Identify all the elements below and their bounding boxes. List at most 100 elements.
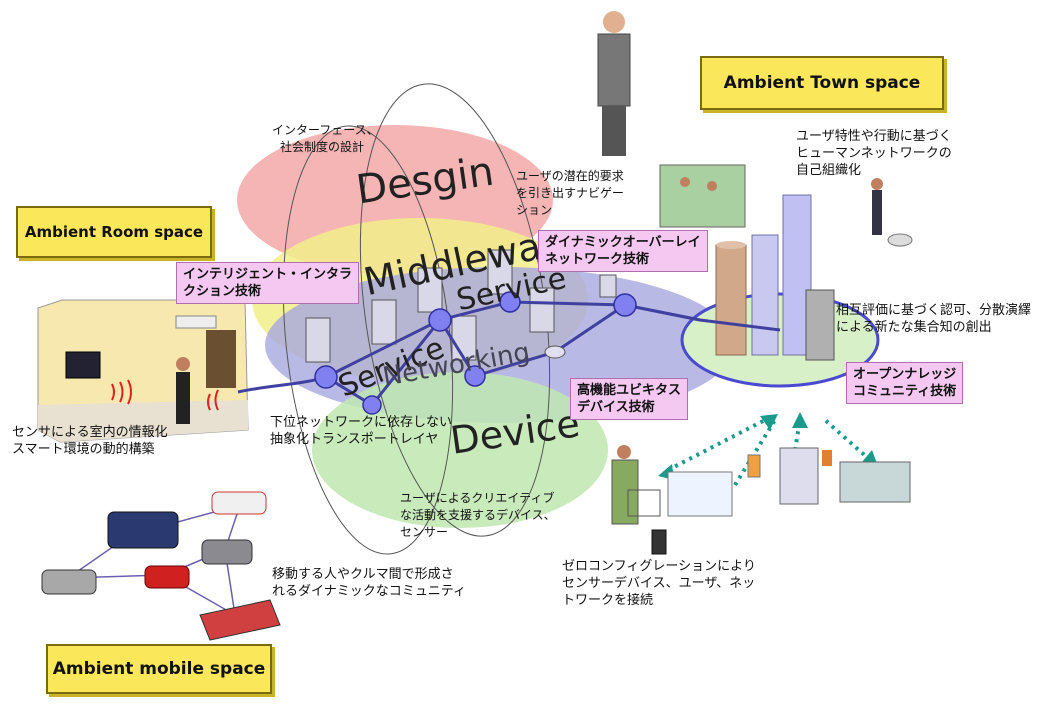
shopper-figure <box>611 459 639 525</box>
tech-intelligent-interaction: インテリジェント・インタラ クション技術 <box>176 262 360 304</box>
dog-figure <box>887 233 913 247</box>
bus <box>107 511 179 549</box>
note-creative: ユーザによるクリエイティブ な活動を支援するデバイス、 センサー <box>400 490 556 541</box>
note-sensor-line-1: センサによる室内の情報化 <box>12 425 168 440</box>
fridge <box>779 447 819 505</box>
node-1 <box>314 365 338 389</box>
node-2 <box>362 395 382 415</box>
tech-open-knowledge-line-1: オープンナレッジ <box>853 367 957 382</box>
building-brown-top <box>716 241 746 249</box>
note-mobile-line-1: 移動する人やクルマ間で形成さ <box>272 567 454 582</box>
tech-intelligent-line-1: インテリジェント・インタラ <box>183 267 353 282</box>
building-gray <box>805 289 835 361</box>
note-interface-line-2: 社会制度の設計 <box>280 140 365 154</box>
tech-open-knowledge-line-2: コミュニティ技術 <box>853 384 957 399</box>
tech-overlay-line-1: ダイナミックオーバーレイ <box>545 235 701 250</box>
wave-1 <box>111 383 115 401</box>
train <box>199 599 281 641</box>
room-tv <box>65 351 101 379</box>
mobile-space-label: Ambient mobile space <box>52 659 266 679</box>
network-line-to-town <box>624 303 781 332</box>
storage-cylinder <box>544 345 566 359</box>
arrow-1 <box>667 418 766 472</box>
note-zeroconf: ゼロコンフィグレーションにより センサーデバイス、ユーザ、ネッ トワークを接続 <box>562 558 756 609</box>
note-human-line-2: ヒューマンネットワークの <box>796 146 952 161</box>
building-brown <box>715 244 747 356</box>
room-floor <box>38 400 248 442</box>
note-transport-line-2: 抽象化トランスポートレイヤ <box>270 432 439 447</box>
businessman-body <box>597 33 631 107</box>
note-mobile-community: 移動する人やクルマ間で形成さ れるダイナミックなコミュニティ <box>272 566 466 600</box>
server-2 <box>371 299 397 345</box>
arrow-head-1 <box>760 414 778 430</box>
tech-ubiquitous-line-1: 高機能ユビキタス <box>577 383 682 398</box>
note-zeroconf-line-1: ゼロコンフィグレーションにより <box>562 559 756 574</box>
town-space-banner: Ambient Town space <box>700 56 944 110</box>
server-7 <box>599 274 617 298</box>
network-nodes <box>314 291 637 415</box>
note-latent-line-3: ション <box>516 203 553 217</box>
note-zeroconf-line-2: センサーデバイス、ユーザ、ネッ <box>562 576 756 591</box>
room-person <box>176 372 190 424</box>
note-zeroconf-line-3: トワークを接続 <box>562 593 654 608</box>
note-transport-line-1: 下位ネットワークに依存しない <box>270 415 453 430</box>
shopping-cart <box>627 489 661 517</box>
vertical-ellipse-left <box>282 125 454 555</box>
node-5 <box>499 291 521 313</box>
tech-overlay-line-2: ネットワーク技術 <box>545 252 650 267</box>
silver-car <box>41 569 97 595</box>
room-sensor-waves <box>111 379 219 411</box>
network-line-upper <box>325 300 626 379</box>
suv <box>201 539 253 565</box>
note-latent-line-1: ユーザの潜在的要求 <box>516 169 624 183</box>
server-3 <box>417 267 443 313</box>
wave-3 <box>127 379 132 405</box>
phone-device <box>651 529 667 555</box>
note-mutual-line-1: 相互評価に基づく認可、分散演繹 <box>836 303 1032 318</box>
node-4 <box>464 365 486 387</box>
patient-scene <box>667 471 733 517</box>
building-blue <box>751 234 779 356</box>
medicine <box>822 450 832 466</box>
note-sensor-line-2: スマート環境の動的構築 <box>12 442 155 457</box>
walker-figure <box>872 190 882 235</box>
hiker-head <box>680 177 690 187</box>
wave-4 <box>207 393 211 411</box>
hiker-picture <box>659 164 746 228</box>
node-3 <box>428 308 452 332</box>
wave-2 <box>119 381 124 403</box>
node-6 <box>613 293 637 317</box>
server-6 <box>529 287 555 333</box>
sensor-board <box>839 461 911 503</box>
note-mutual-evaluation: 相互評価に基づく認可、分散演繹 による新たな集合知の創出 <box>836 302 1031 336</box>
note-latent-line-2: を引き出すナビゲー <box>516 186 625 200</box>
tech-dynamic-overlay: ダイナミックオーバーレイ ネットワーク技術 <box>538 230 708 272</box>
tech-open-knowledge: オープンナレッジ コミュニティ技術 <box>846 362 964 404</box>
shopper-head <box>617 445 631 459</box>
businessman-legs <box>602 106 626 156</box>
town-space-label: Ambient Town space <box>723 73 921 93</box>
note-mobile-line-2: れるダイナミックなコミュニティ <box>272 584 466 599</box>
note-human-network: ユーザ特性や行動に基づく ヒューマンネットワークの 自己組織化 <box>796 128 952 179</box>
businessman-head <box>603 11 625 33</box>
note-creative-line-1: ユーザによるクリエイティブ <box>400 491 555 505</box>
server-group <box>305 249 617 363</box>
room-space-banner: Ambient Room space <box>16 206 212 258</box>
mobile-space-banner: Ambient mobile space <box>46 644 272 694</box>
wave-5 <box>214 389 219 411</box>
walker-head <box>871 178 883 190</box>
note-creative-line-3: センサー <box>400 525 449 539</box>
room-space-label: Ambient Room space <box>24 223 204 241</box>
note-mutual-line-2: による新たな集合知の創出 <box>836 320 992 335</box>
arrow-head-3 <box>792 412 808 428</box>
room-aircon <box>175 315 217 329</box>
note-interface-line-1: インターフェース、 <box>272 123 379 137</box>
tech-ubiquitous-device: 高機能ユビキタス デバイス技術 <box>570 378 689 420</box>
room-door <box>206 330 236 388</box>
taxi <box>211 491 267 515</box>
note-transport: 下位ネットワークに依存しない 抽象化トランスポートレイヤ <box>270 414 452 448</box>
note-human-line-3: 自己組織化 <box>796 163 862 178</box>
note-interface: インターフェース、 社会制度の設計 <box>272 122 379 156</box>
iv-bag <box>747 454 761 478</box>
